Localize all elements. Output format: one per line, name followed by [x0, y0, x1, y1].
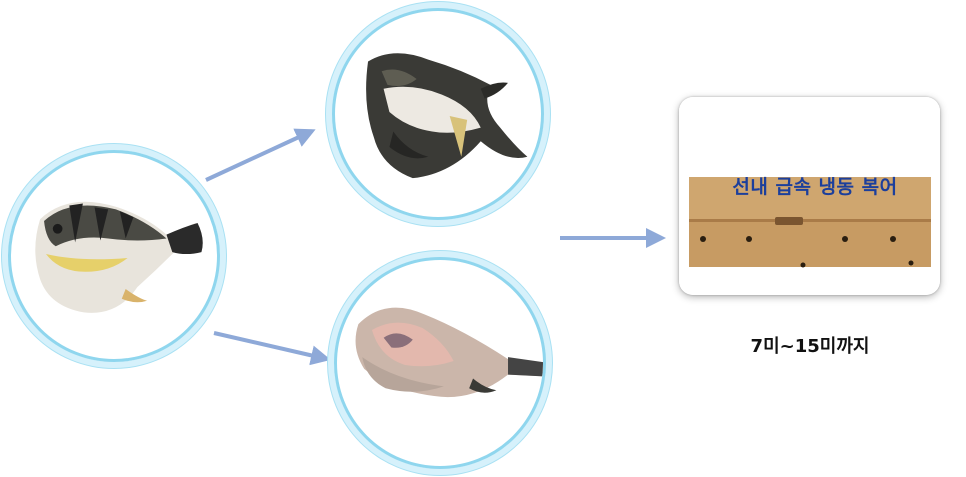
arrow-to-gutted — [213, 331, 331, 366]
box-label-text: 선내 급속 냉동 복어 — [732, 176, 898, 198]
gutted-pufferfish-circle — [334, 257, 546, 469]
whole-pufferfish-circle — [8, 150, 220, 362]
gutted-pufferfish-image — [355, 307, 543, 398]
frozen-box-image — [679, 97, 940, 295]
whole-pufferfish-image — [35, 201, 203, 313]
frozen-box-photo — [679, 97, 940, 295]
arrow-to-split — [205, 128, 316, 182]
count-caption: 7미~15미까지 — [750, 336, 870, 357]
split-pufferfish-circle — [332, 8, 544, 220]
split-pufferfish-image — [366, 53, 528, 179]
